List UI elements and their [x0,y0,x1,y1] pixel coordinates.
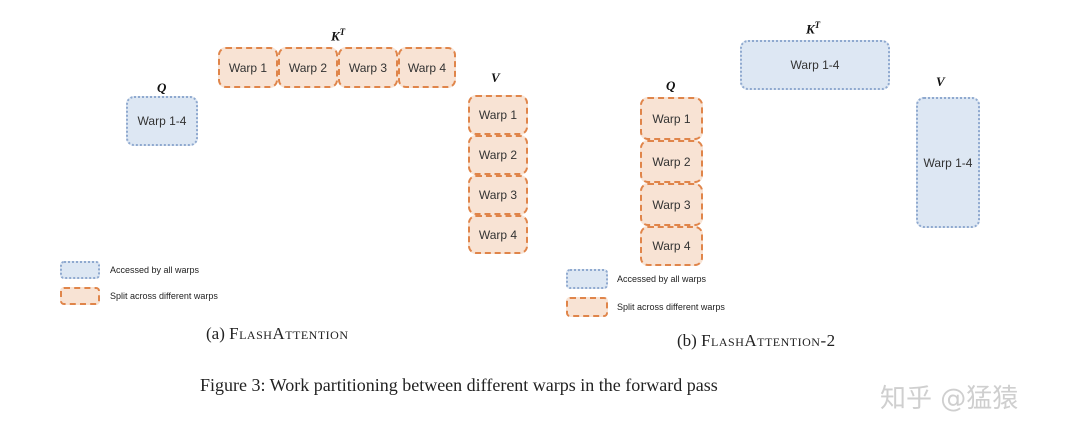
panel-a-v-warp-4: Warp 4 [468,215,528,254]
panel-b-v-box: Warp 1-4 [916,97,980,228]
panel-b-q-warp-3: Warp 3 [640,183,703,226]
panel-b-q-label: Q [666,78,676,93]
panel-b-kt-letter: K [806,21,815,37]
panel-a-caption: (a) FlashAttention [206,324,349,344]
panel-b-kt-sup: T [814,20,821,30]
panel-b-legend-split-swatch [566,297,608,317]
panel-a-v-warp-1: Warp 1 [468,95,528,135]
panel-a-kt-label: KT [331,27,345,44]
panel-a-caption-name: FlashAttention [229,324,349,343]
panel-b-kt-box: Warp 1-4 [740,40,890,90]
panel-b-legend-accessed-text: Accessed by all warps [617,274,707,284]
panel-a-v-warp-3: Warp 3 [468,175,528,215]
panel-a-kt-warp-4: Warp 4 [398,47,456,88]
panel-a-legend-accessed-text: Accessed by all warps [110,265,200,275]
panel-b-kt-label: KT [806,20,820,37]
watermark: 知乎 @猛猿 [880,384,1019,414]
panel-b-caption: (b) FlashAttention-2 [677,331,836,351]
panel-a-kt-warp-3: Warp 3 [338,47,398,88]
panel-a-legend-split-swatch [60,287,100,305]
panel-b-caption-name: FlashAttention-2 [701,331,836,350]
panel-b-q-warp-4: Warp 4 [640,226,703,266]
figure-caption: Figure 3: Work partitioning between diff… [200,375,718,395]
panel-a-legend-accessed-swatch [60,261,100,279]
panel-b-v-label: V [936,74,945,89]
panel-a-kt-warp-1: Warp 1 [218,47,278,88]
panel-a-q-box: Warp 1-4 [126,96,198,146]
panel-b-q-warp-1: Warp 1 [640,97,703,140]
panel-a-q-label: Q [157,80,167,95]
panel-b-legend-split-text: Split across different warps [617,302,725,312]
panel-a-kt-letter: K [331,28,340,44]
panel-a-v-warp-2: Warp 2 [468,135,528,175]
panel-b-legend-accessed-swatch [566,269,608,289]
panel-a-v-label: V [491,70,500,85]
panel-a-legend-split-text: Split across different warps [110,291,218,301]
panel-a-caption-prefix: (a) [206,324,230,343]
panel-b-q-warp-2: Warp 2 [640,140,703,183]
panel-b-caption-prefix: (b) [677,331,702,350]
panel-a-kt-warp-2: Warp 2 [278,47,338,88]
panel-a-kt-sup: T [339,27,346,37]
